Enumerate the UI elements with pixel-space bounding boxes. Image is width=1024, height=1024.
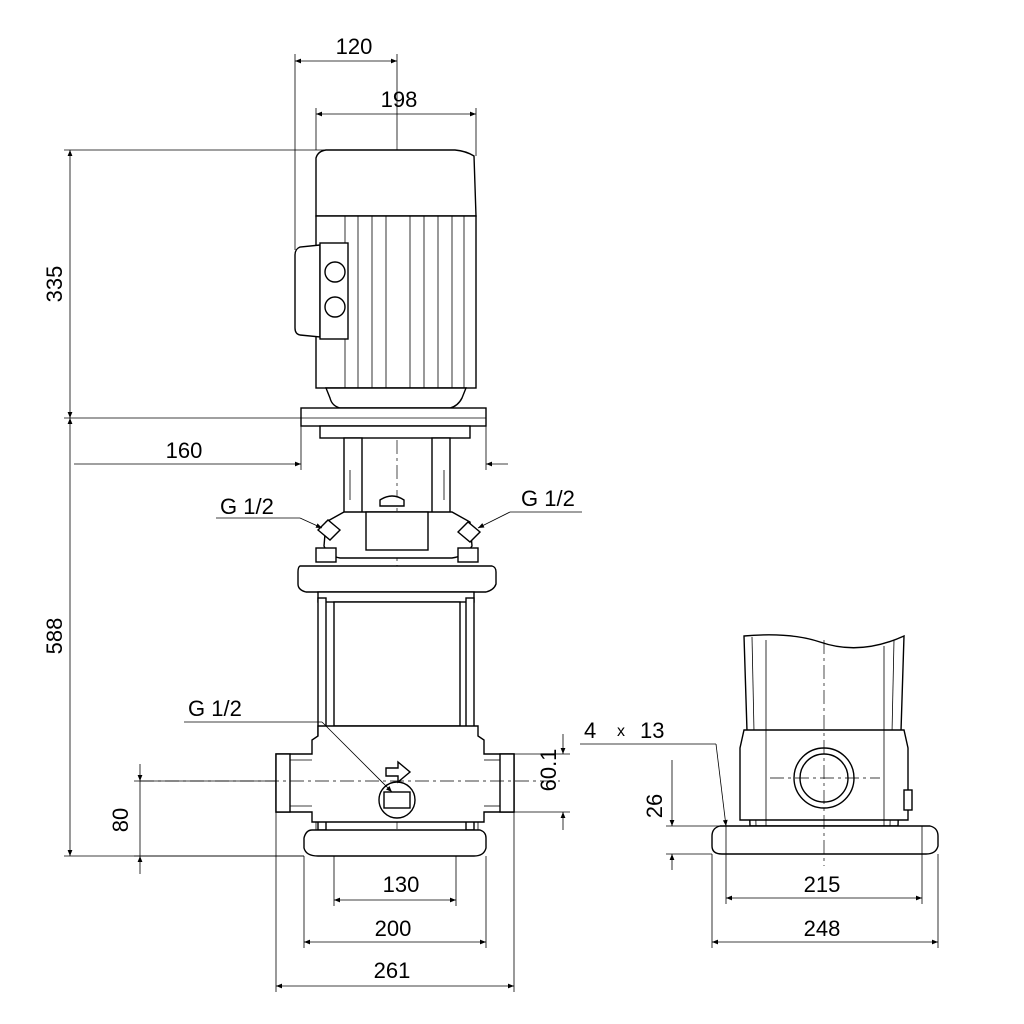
coupling-guard bbox=[379, 495, 405, 507]
top-flange bbox=[297, 565, 497, 593]
dim-60-1-label: 60.1 bbox=[536, 749, 561, 792]
dimension-lines bbox=[64, 54, 939, 992]
leader-lines bbox=[184, 511, 728, 827]
hole-diameter: 13 bbox=[640, 718, 664, 743]
motor-flange-neck bbox=[324, 387, 468, 409]
dim-588-label: 588 bbox=[42, 618, 67, 655]
motor-stool-leg-right bbox=[431, 437, 451, 521]
drain-plug-hex bbox=[383, 791, 411, 809]
leader-drain bbox=[321, 721, 393, 793]
outlet-pipe-end bbox=[499, 753, 515, 813]
inlet-pipe-end bbox=[275, 753, 291, 813]
port-labels: G 1/2 G 1/2 G 1/2 bbox=[188, 486, 575, 721]
hole-spec: 4 x 13 bbox=[584, 718, 664, 743]
motor-fan-cover bbox=[315, 149, 477, 217]
pump-sleeve bbox=[333, 601, 461, 727]
flow-direction-arrow-icon bbox=[385, 760, 412, 784]
leader-holes bbox=[715, 743, 728, 827]
hole-times-sign: x bbox=[617, 723, 625, 740]
terminal-box-cover bbox=[319, 242, 349, 340]
side-drain-plug bbox=[903, 789, 913, 811]
dim-248-label: 248 bbox=[804, 916, 841, 941]
front-view bbox=[140, 140, 560, 857]
vent-plug-left bbox=[316, 519, 342, 541]
top-flange-ring bbox=[317, 591, 475, 603]
terminal-box bbox=[294, 244, 321, 338]
nut-right bbox=[457, 547, 479, 563]
dim-80-label: 80 bbox=[108, 808, 133, 832]
port-label-left: G 1/2 bbox=[220, 494, 274, 519]
dim-215-label: 215 bbox=[804, 872, 841, 897]
leader-port-right bbox=[477, 511, 511, 529]
dim-198-label: 198 bbox=[381, 87, 418, 112]
dimension-labels: 120 198 335 160 588 80 60.1 130 200 261 … bbox=[42, 34, 840, 983]
cable-gland-icon bbox=[324, 261, 346, 283]
motor-stool-flange bbox=[300, 407, 487, 427]
hole-count: 4 bbox=[584, 718, 596, 743]
dim-335-label: 335 bbox=[42, 266, 67, 303]
dim-160-label: 160 bbox=[166, 438, 203, 463]
vent-plug-right bbox=[456, 521, 482, 543]
pump-head-block bbox=[365, 511, 429, 551]
motor-stool-leg-left bbox=[343, 437, 363, 521]
dim-26-label: 26 bbox=[642, 794, 667, 818]
nut-left bbox=[315, 547, 337, 563]
motor-stool-ring bbox=[319, 425, 471, 439]
drain-port-label: G 1/2 bbox=[188, 696, 242, 721]
leader-port-left bbox=[299, 517, 323, 529]
side-base-plate bbox=[711, 825, 939, 855]
dim-130-label: 130 bbox=[383, 872, 420, 897]
cable-gland-icon bbox=[324, 296, 346, 318]
dim-200-label: 200 bbox=[375, 916, 412, 941]
side-view bbox=[711, 634, 939, 866]
port-label-right: G 1/2 bbox=[521, 486, 575, 511]
dim-261-label: 261 bbox=[374, 958, 411, 983]
dim-120-label: 120 bbox=[336, 34, 373, 59]
base-plate bbox=[303, 829, 487, 857]
